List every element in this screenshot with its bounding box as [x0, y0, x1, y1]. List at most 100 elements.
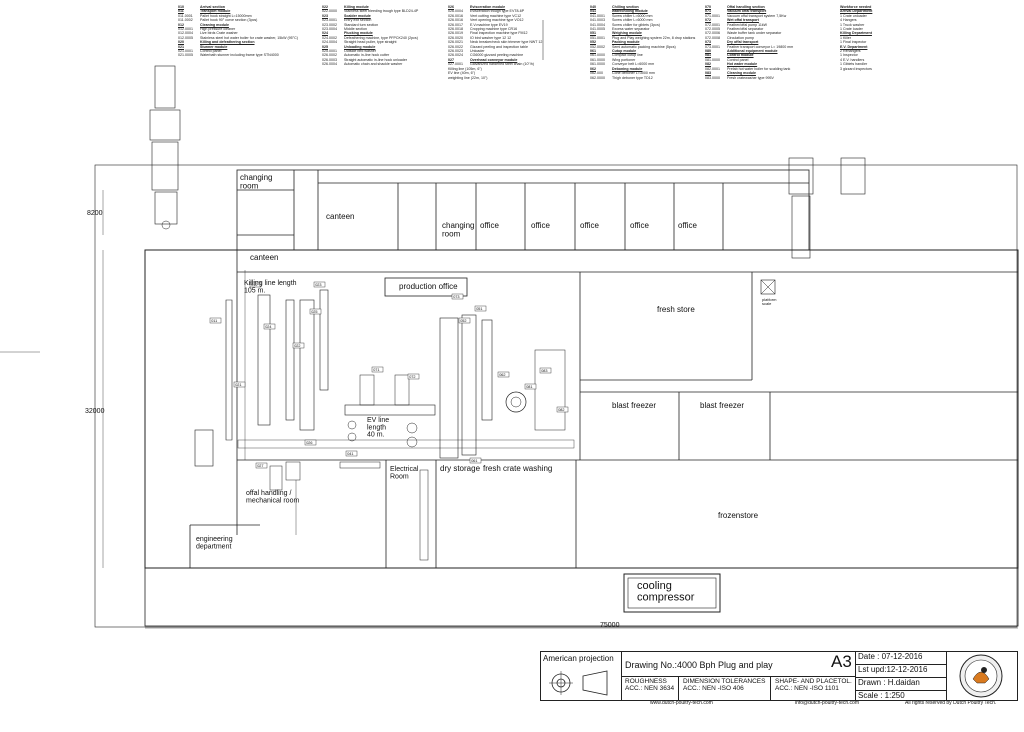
legend-item-text: Live birds Crate washer [200, 31, 238, 36]
legend-item-code: 072 [705, 18, 711, 23]
legend-item-code: 083.0000 [705, 75, 720, 80]
svg-text:027: 027 [257, 464, 263, 468]
legend-item-text: Prefab hot water boiler for scalding tan… [727, 66, 791, 71]
legend-item-code: 026.0022 [448, 44, 463, 49]
svg-text:021: 021 [235, 383, 241, 387]
svg-text:072: 072 [409, 375, 415, 379]
equipment-tag: 021 [233, 381, 246, 388]
sheet-frame [94, 164, 1018, 628]
legend-item-code: 023.0001 [322, 18, 337, 23]
legend-item-text: Gizzard peeling and inspection table [470, 44, 528, 49]
legend-item-code: 062 [590, 66, 596, 71]
scale: Scale : 1:250 [858, 691, 905, 700]
room-label-blast-freezer-2: blast freezer [700, 401, 744, 410]
legend-item-text: Control panel [200, 49, 222, 54]
svg-text:052: 052 [460, 319, 466, 323]
legend-item-text: Killing Department [840, 31, 872, 36]
equipment-tag-group: 0110120210220230240250260270410510520610… [209, 281, 569, 469]
legend-item: 3 gizzard inspectors [840, 67, 872, 71]
legend-item-code: 025.0001 [322, 49, 337, 54]
legend-item-code: 026.0016 [448, 18, 463, 23]
legend-item-code: 011.0001 [178, 13, 193, 18]
legend-item-code: 062.000 [590, 71, 603, 76]
legend-item-text: 1 Gibiets handler [840, 62, 868, 67]
svg-text:071: 071 [373, 368, 379, 372]
legend-item-text: Pallet hook 90° curve section (3pcs) [200, 18, 258, 23]
legend-item-code: 023 [322, 13, 328, 18]
legend-item-text: Workforce needed [840, 5, 872, 9]
legend-item-code: 081.0000 [705, 57, 720, 62]
legend-item-text: Fresh cratewasher type 995V [727, 75, 774, 80]
lower-annex-outline [144, 567, 1019, 627]
legend-item: 1 Crate loader [840, 27, 872, 31]
legend-item-text: 2 Rehangers [840, 49, 861, 54]
legend-item-text: Vacuum offal transport system 7,5Kw [727, 13, 787, 18]
svg-text:022: 022 [294, 344, 300, 348]
legend-item-text: Wet offal transport [727, 18, 759, 23]
legend-item-code: 061.0000 [590, 57, 605, 62]
legend-item-code: 026.0019 [448, 31, 463, 36]
legend-item-code: 073.0001 [705, 44, 720, 49]
equipment-tag: 082 [556, 406, 569, 413]
legend-item-text: Offal handling section [727, 5, 765, 9]
legend-item: Killing Department [840, 31, 872, 35]
legend-item-text: Killing line (105m, 6") [448, 66, 482, 71]
svg-text:041: 041 [347, 452, 353, 456]
drawn-by: Drawn : H.daidan [856, 678, 946, 691]
legend-item-text: Standard turn section [344, 22, 379, 27]
legend-item-text: 4 Hangers [840, 18, 857, 23]
legend-item-text: Arrival section [200, 5, 225, 9]
legend-item-code: 024.0002 [322, 35, 337, 40]
legend-item-code: 062.0000 [590, 75, 605, 80]
svg-text:051: 051 [476, 307, 482, 311]
legend-item-text: Vent opening machine type VO12 [470, 18, 524, 23]
room-label-dry-storage: dry storage [440, 464, 481, 473]
legend-item-text: weighting line (22m, 10") [448, 75, 488, 80]
room-label-fresh-store: fresh store [657, 305, 695, 314]
paper-size: A3 [831, 652, 852, 671]
legend-item: 4 E.V. handlers [840, 58, 872, 62]
equipment-tag: 026 [304, 439, 317, 446]
svg-text:023: 023 [315, 283, 321, 287]
equipment-tag: 025 [309, 308, 322, 315]
tolerances-label: DIMENSION TOLERANCES [683, 678, 766, 685]
equipment-tag: 051 [474, 305, 487, 312]
legend-item-text: Additional equipment module [727, 49, 778, 54]
legend-item-text: 1 Inspector [840, 53, 858, 58]
legend-item-text: 1 Crate unloader [840, 13, 867, 18]
main-building-outline [144, 249, 1019, 569]
equipment-tag: 027 [255, 462, 268, 469]
legend-item: 1 Crate unloader [840, 14, 872, 18]
equipment-tag: 062 [497, 371, 510, 378]
legend-item-code: 041.0005 [590, 27, 605, 32]
legend-item-text: 4 E.V. handlers [840, 57, 865, 62]
